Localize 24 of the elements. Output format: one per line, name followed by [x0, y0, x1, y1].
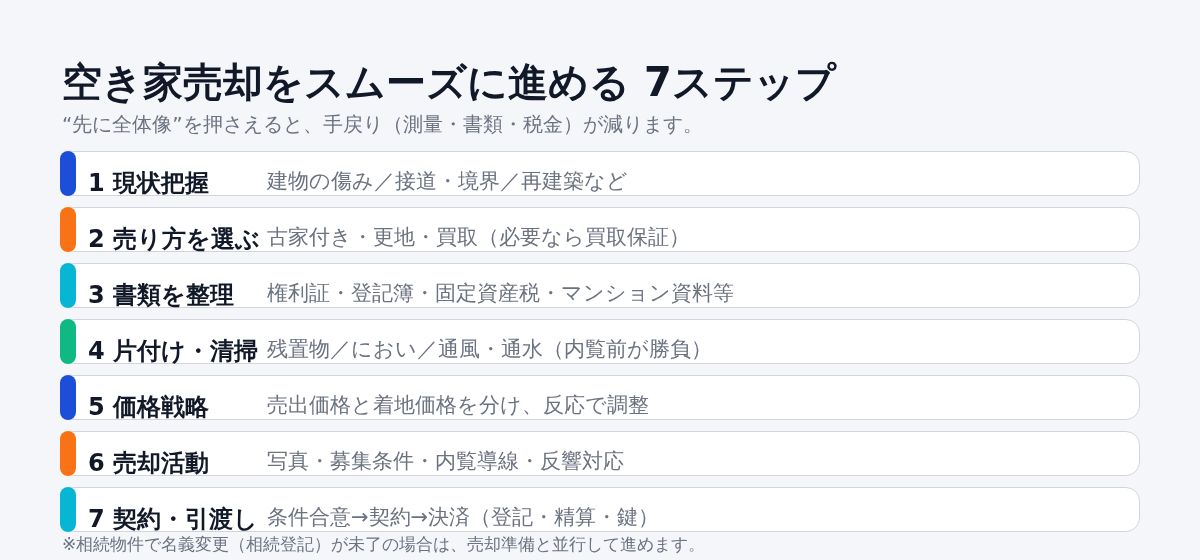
step-row: [60, 151, 1140, 196]
step-row: [60, 319, 1140, 364]
step-description: 残置物／におい／通風・通水（内覧前が勝負）: [267, 336, 712, 362]
step-description: 権利証・登記簿・固定資産税・マンション資料等: [267, 280, 734, 306]
step-row: [60, 487, 1140, 532]
step-title: 6 売却活動: [88, 449, 210, 477]
step-row: [60, 207, 1140, 252]
title: 空き家売却をスムーズに進める 7ステップ: [62, 58, 836, 106]
step-title: 3 書類を整理: [88, 281, 235, 309]
step-title: 1 現状把握: [88, 169, 210, 197]
subtitle: “先に全体像”を押さえると、手戻り（測量・書類・税金）が減ります。: [62, 111, 703, 137]
step-row: [60, 375, 1140, 420]
footnote: ※相続物件で名義変更（相続登記）が未了の場合は、売却準備と並行して進めます。: [62, 533, 706, 555]
step-title: 2 売り方を選ぶ: [88, 225, 261, 253]
step-description: 写真・募集条件・内覧導線・反響対応: [267, 448, 624, 474]
step-row: [60, 263, 1140, 308]
step-title: 7 契約・引渡し: [88, 505, 259, 533]
step-row: [60, 431, 1140, 476]
step-description: 古家付き・更地・買取（必要なら買取保証）: [267, 224, 690, 250]
step-title: 4 片付け・清掃: [88, 337, 259, 365]
step-description: 売出価格と着地価格を分け、反応で調整: [267, 392, 649, 418]
step-description: 条件合意→契約→決済（登記・精算・鍵）: [267, 504, 660, 530]
step-description: 建物の傷み／接道・境界／再建築など: [267, 168, 628, 194]
step-title: 5 価格戦略: [88, 393, 210, 421]
